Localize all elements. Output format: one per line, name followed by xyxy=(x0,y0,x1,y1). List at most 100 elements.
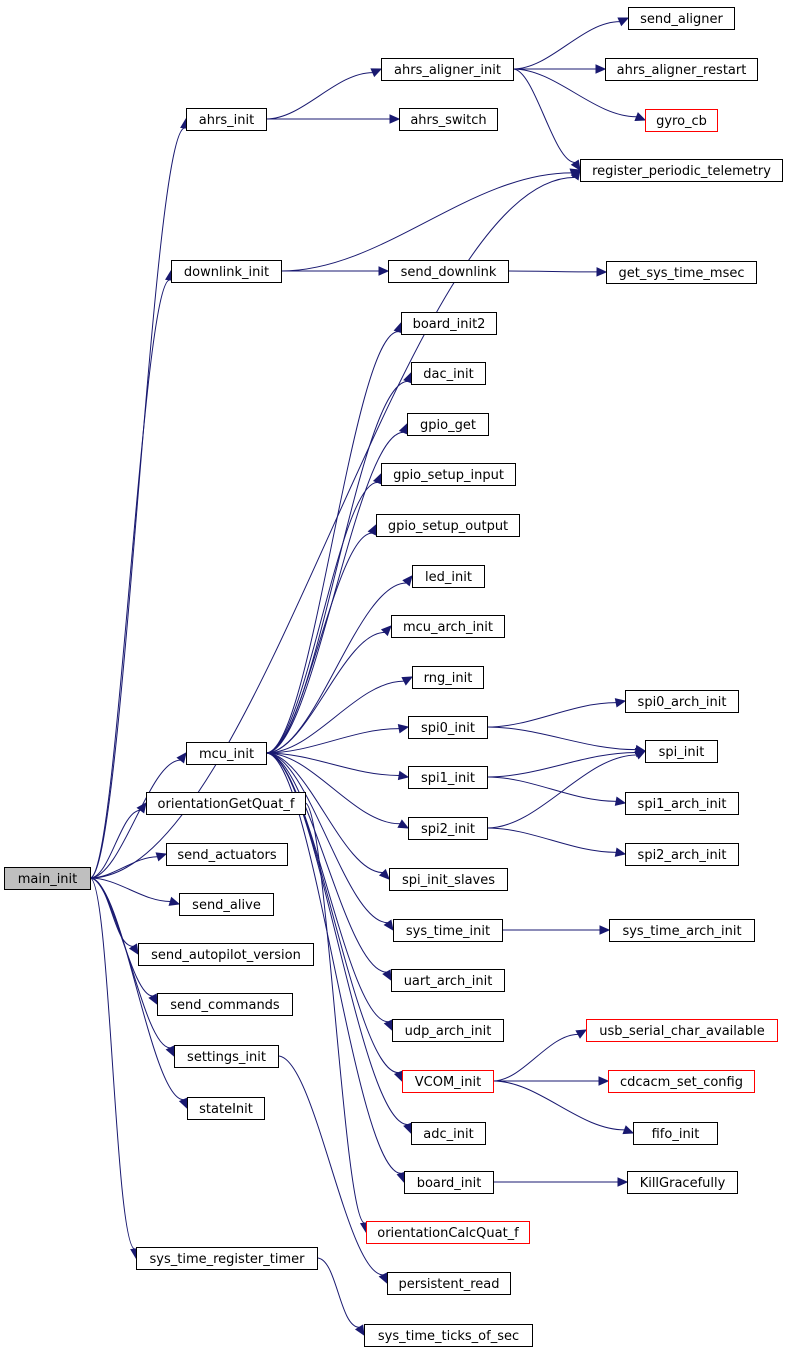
node-register_periodic_telemetry[interactable]: register_periodic_telemetry xyxy=(580,159,783,182)
node-orientationCalcQuat_f[interactable]: orientationCalcQuat_f xyxy=(366,1221,530,1244)
node-sys_time_arch_init[interactable]: sys_time_arch_init xyxy=(609,919,755,942)
node-box xyxy=(381,463,516,486)
node-box xyxy=(407,413,489,436)
edge-ahrs_aligner_init-ahrs_aligner_restart xyxy=(513,64,607,74)
node-send_alive[interactable]: send_alive xyxy=(179,893,274,916)
node-board_init2[interactable]: board_init2 xyxy=(401,312,497,335)
node-box xyxy=(627,1171,738,1194)
node-box xyxy=(625,792,739,815)
node-label: send_alive xyxy=(192,898,261,913)
node-label: rng_init xyxy=(424,671,473,686)
node-dac_init[interactable]: dac_init xyxy=(411,362,486,385)
node-label: gyro_cb xyxy=(656,114,707,129)
node-label: uart_arch_init xyxy=(404,974,493,989)
node-box xyxy=(401,312,497,335)
node-box xyxy=(645,740,718,763)
node-led_init[interactable]: led_init xyxy=(412,565,485,588)
edge-mcu_init-spi1_init xyxy=(265,752,410,781)
node-spi1_init[interactable]: spi1_init xyxy=(408,766,488,789)
node-gpio_setup_output[interactable]: gpio_setup_output xyxy=(376,514,520,537)
node-label: main_init xyxy=(18,872,78,887)
node-downlink_init[interactable]: downlink_init xyxy=(171,260,282,283)
node-label: gpio_setup_input xyxy=(393,468,504,483)
node-spi2_arch_init[interactable]: spi2_arch_init xyxy=(625,843,739,866)
edge-sys_time_register_timer-sys_time_ticks_of_sec xyxy=(316,1257,365,1337)
node-spi_init[interactable]: spi_init xyxy=(645,740,718,763)
edge-main_init-mcu_init xyxy=(89,752,187,879)
node-send_downlink[interactable]: send_downlink xyxy=(388,260,509,283)
node-box xyxy=(411,362,486,385)
node-persistent_read[interactable]: persistent_read xyxy=(387,1272,511,1295)
node-KillGracefully[interactable]: KillGracefully xyxy=(627,1171,738,1194)
node-sys_time_init[interactable]: sys_time_init xyxy=(393,919,503,942)
node-spi2_init[interactable]: spi2_init xyxy=(408,817,488,840)
edge-spi0_init-spi0_arch_init xyxy=(486,698,627,728)
node-label: send_commands xyxy=(170,998,280,1013)
node-sys_time_register_timer[interactable]: sys_time_register_timer xyxy=(136,1247,318,1270)
node-send_actuators[interactable]: send_actuators xyxy=(166,843,288,866)
node-ahrs_init[interactable]: ahrs_init xyxy=(186,108,267,131)
node-label: send_downlink xyxy=(401,265,497,280)
node-board_init[interactable]: board_init xyxy=(404,1171,494,1194)
node-ahrs_switch[interactable]: ahrs_switch xyxy=(399,108,498,131)
node-box xyxy=(146,792,306,815)
edge-VCOM_init-fifo_init xyxy=(492,1080,635,1135)
node-stateInit[interactable]: stateInit xyxy=(187,1097,265,1120)
node-sys_time_ticks_of_sec[interactable]: sys_time_ticks_of_sec xyxy=(364,1324,533,1347)
node-rng_init[interactable]: rng_init xyxy=(412,666,484,689)
node-box xyxy=(408,817,488,840)
node-box xyxy=(645,109,718,132)
node-label: gpio_setup_output xyxy=(388,519,508,534)
node-send_autopilot_version[interactable]: send_autopilot_version xyxy=(138,943,314,966)
node-send_aligner[interactable]: send_aligner xyxy=(628,7,735,30)
node-gpio_setup_input[interactable]: gpio_setup_input xyxy=(381,463,516,486)
node-spi0_init[interactable]: spi0_init xyxy=(408,716,488,739)
node-box xyxy=(625,843,739,866)
node-ahrs_aligner_init[interactable]: ahrs_aligner_init xyxy=(381,58,514,81)
node-VCOM_init[interactable]: VCOM_init xyxy=(402,1070,494,1093)
node-box xyxy=(606,261,757,284)
node-label: persistent_read xyxy=(399,1277,500,1292)
node-spi_init_slaves[interactable]: spi_init_slaves xyxy=(389,868,508,891)
edge-VCOM_init-cdcacm_set_config xyxy=(493,1076,610,1086)
edge-main_init-orientationGetQuat_f xyxy=(89,802,147,879)
node-spi1_arch_init[interactable]: spi1_arch_init xyxy=(625,792,739,815)
node-settings_init[interactable]: settings_init xyxy=(174,1045,279,1068)
node-label: spi1_arch_init xyxy=(638,797,727,812)
node-box xyxy=(166,843,288,866)
node-ahrs_aligner_restart[interactable]: ahrs_aligner_restart xyxy=(605,58,758,81)
edge-mcu_init-board_init xyxy=(265,752,406,1184)
node-box xyxy=(391,615,505,638)
edge-ahrs_aligner_init-register_periodic_telemetry xyxy=(512,68,581,172)
node-usb_serial_char_available[interactable]: usb_serial_char_available xyxy=(586,1019,778,1042)
node-get_sys_time_msec[interactable]: get_sys_time_msec xyxy=(606,261,757,284)
node-fifo_init[interactable]: fifo_init xyxy=(633,1122,718,1145)
edge-mcu_init-spi_init_slaves xyxy=(265,752,390,880)
edge-spi0_init-spi_init xyxy=(486,726,647,755)
edge-send_downlink-get_sys_time_msec xyxy=(507,267,608,277)
node-mcu_init[interactable]: mcu_init xyxy=(186,742,267,765)
node-main_init[interactable]: main_init xyxy=(4,867,91,890)
node-label: VCOM_init xyxy=(415,1075,481,1090)
node-gyro_cb[interactable]: gyro_cb xyxy=(645,109,718,132)
node-gpio_get[interactable]: gpio_get xyxy=(407,413,489,436)
node-orientationGetQuat_f[interactable]: orientationGetQuat_f xyxy=(146,792,306,815)
node-box xyxy=(608,1070,755,1093)
node-box xyxy=(580,159,783,182)
node-adc_init[interactable]: adc_init xyxy=(411,1122,486,1145)
node-label: spi2_init xyxy=(421,822,475,837)
node-box xyxy=(408,716,488,739)
node-send_commands[interactable]: send_commands xyxy=(157,993,293,1016)
node-spi0_arch_init[interactable]: spi0_arch_init xyxy=(625,690,739,713)
node-mcu_arch_init[interactable]: mcu_arch_init xyxy=(391,615,505,638)
edge-ahrs_aligner_init-send_aligner xyxy=(512,17,630,70)
node-cdcacm_set_config[interactable]: cdcacm_set_config xyxy=(608,1070,755,1093)
node-box xyxy=(605,58,758,81)
node-udp_arch_init[interactable]: udp_arch_init xyxy=(392,1019,504,1042)
edge-sys_time_init-sys_time_arch_init xyxy=(502,925,611,935)
node-label: spi0_arch_init xyxy=(638,695,727,710)
edge-board_init-KillGracefully xyxy=(493,1177,629,1187)
node-uart_arch_init[interactable]: uart_arch_init xyxy=(391,969,505,992)
edge-spi2_init-spi2_arch_init xyxy=(486,827,627,857)
edge-orientationGetQuat_f-orientationCalcQuat_f xyxy=(304,802,370,1234)
